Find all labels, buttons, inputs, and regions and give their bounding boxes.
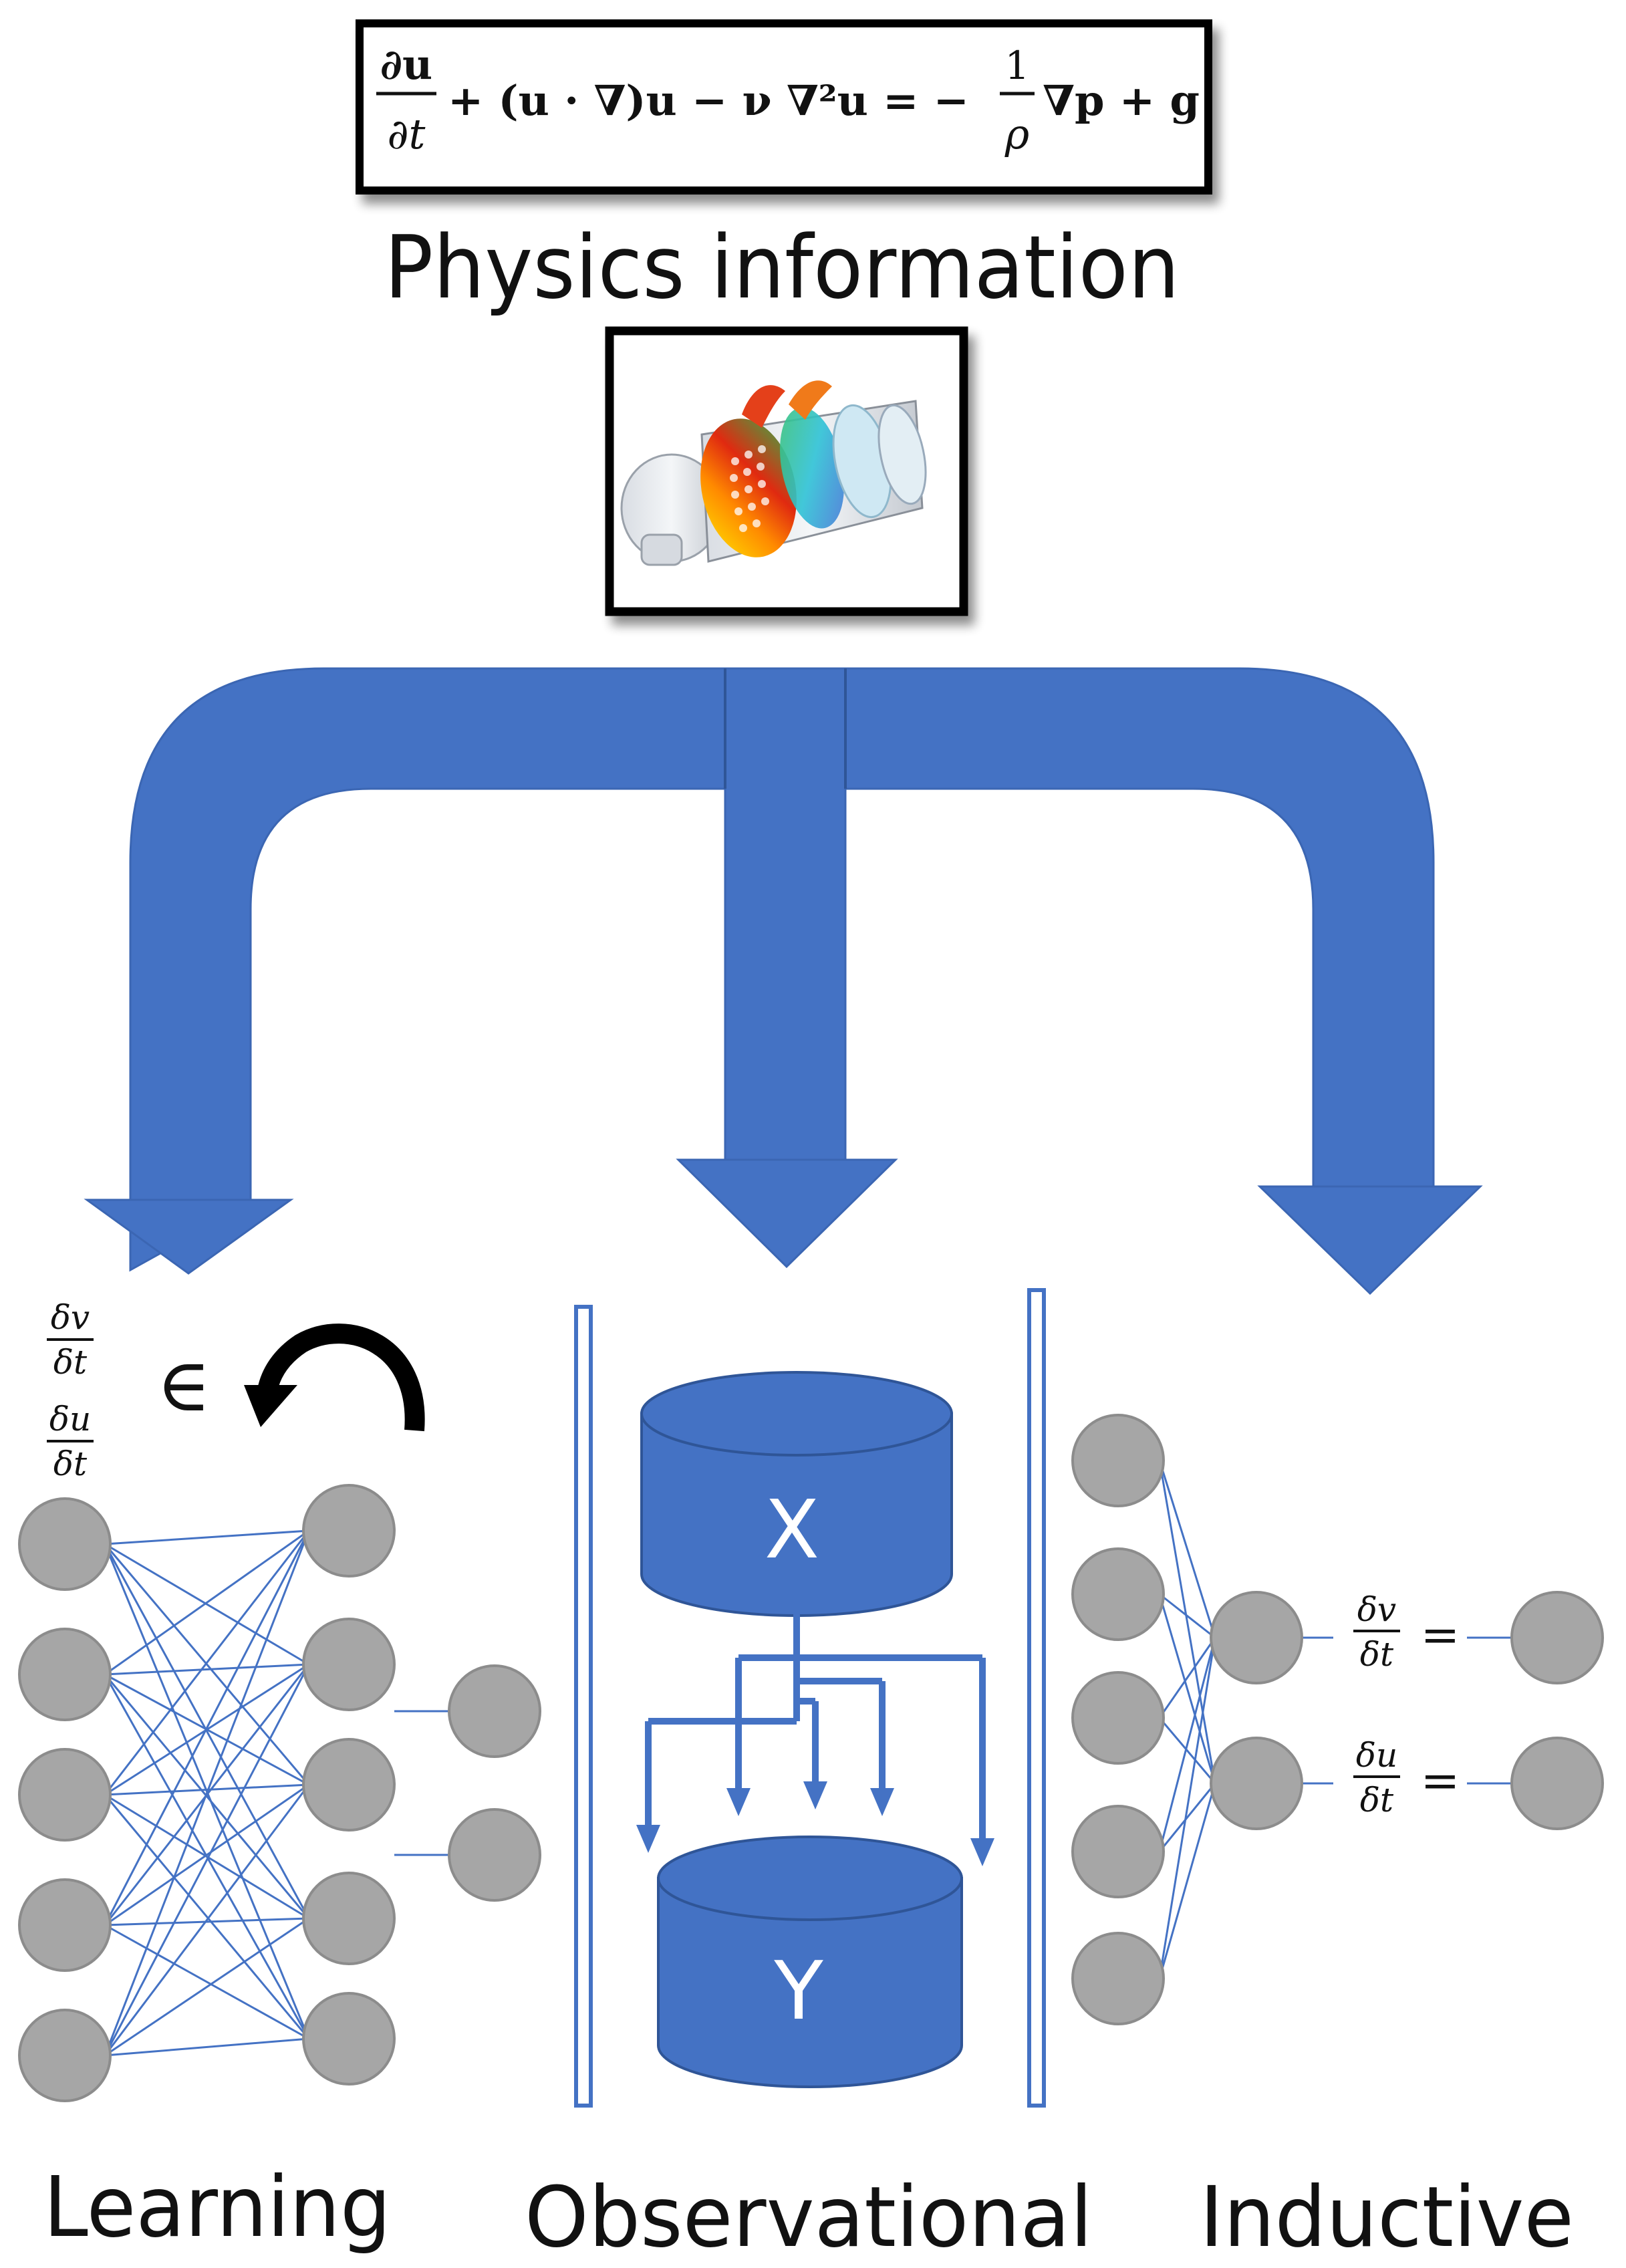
network-edge — [104, 1917, 309, 2057]
inductive-input-node — [1071, 1805, 1165, 1898]
branching-arrows — [84, 667, 1483, 1295]
navier-stokes-equation: ∂u ∂t + (u · ∇)u − ν ∇²u = − 1 ρ ∇p + g — [376, 40, 1200, 158]
learning-deriv-2-num: δu — [49, 1400, 91, 1438]
inductive-hidden-node — [1210, 1591, 1303, 1684]
inductive-network-nodes — [1071, 1414, 1604, 2025]
learning-hidden-node — [302, 1484, 396, 1578]
arrowhead-right — [1257, 1185, 1483, 1295]
inductive-network-edges — [1158, 1460, 1216, 1979]
network-edge — [104, 1793, 309, 1920]
learning-input-node — [18, 2009, 112, 2102]
database-y-label: Y — [773, 1945, 823, 2038]
network-edge — [104, 1529, 309, 1676]
inductive-output-node — [1510, 1737, 1604, 1830]
learning-input-node — [18, 1497, 112, 1591]
inductive-deriv-2-den: δt — [1360, 1781, 1394, 1819]
eq-frac-numerator: 1 — [1005, 43, 1030, 88]
observational-panel: X Y — [636, 1371, 994, 2088]
network-edge — [104, 1783, 309, 1926]
network-edge — [1158, 1717, 1216, 1784]
network-edge — [104, 1530, 310, 2056]
learning-network-edges — [104, 1529, 310, 2057]
separator-left — [574, 1305, 593, 2108]
network-edge — [104, 1543, 309, 1666]
network-edge — [104, 1663, 309, 1676]
network-edge — [1158, 1783, 1216, 1979]
learning-output-node — [448, 1664, 541, 1758]
inductive-input-node — [1071, 1671, 1165, 1765]
eq-middle: + (u · ∇)u − ν ∇²u = − — [448, 76, 969, 125]
inductive-eq-2: = — [1421, 1753, 1460, 1808]
eq-lhs-denominator: ∂t — [388, 110, 426, 158]
learning-hidden-node — [302, 1992, 396, 2086]
learning-input-node — [18, 1878, 112, 1972]
network-edge — [1158, 1637, 1216, 1852]
network-edge — [1158, 1637, 1216, 1719]
eq-lhs-numerator: ∂u — [380, 40, 432, 89]
inductive-hidden-node — [1210, 1737, 1303, 1830]
network-edge — [1158, 1637, 1216, 1979]
learning-hidden-node — [302, 1872, 396, 1965]
network-edge — [104, 1529, 309, 1545]
inductive-panel: δv δt = δu δt = — [1071, 1414, 1604, 2025]
database-x-icon: X — [640, 1371, 953, 1617]
inductive-input-node — [1071, 1414, 1165, 1507]
learning-hidden-node — [302, 1738, 396, 1832]
network-edge — [104, 1530, 310, 1795]
network-edge — [104, 1917, 309, 1926]
inductive-deriv-1-num: δv — [1357, 1590, 1396, 1629]
network-edge — [104, 1543, 310, 1919]
x-to-y-arrows — [645, 1614, 986, 1842]
database-y-icon: Y — [657, 1836, 963, 2088]
element-of-symbol: ∈ — [156, 1342, 211, 1428]
network-edge — [1158, 1460, 1216, 1638]
learning-network-nodes — [18, 1484, 541, 2102]
network-edge — [1158, 1783, 1216, 1852]
x-to-y-arrowheads — [636, 1781, 994, 1866]
label-learning: Learning — [43, 2159, 391, 2256]
arrowhead-left — [84, 1199, 294, 1275]
learning-output-node — [448, 1808, 541, 1902]
learning-input-node — [18, 1748, 112, 1842]
feedback-curved-arrow-icon — [244, 1324, 425, 1432]
eq-tail: ∇p + g — [1043, 76, 1200, 125]
network-edge — [104, 1783, 309, 1796]
database-x-label: X — [765, 1484, 819, 1577]
learning-deriv-1-den: δt — [53, 1343, 88, 1382]
network-edge — [1158, 1594, 1216, 1784]
learning-hidden-node — [302, 1618, 396, 1711]
network-edge — [104, 1924, 309, 2040]
network-edge — [104, 1784, 310, 2056]
network-edge — [104, 2037, 309, 2057]
inductive-input-node — [1071, 1547, 1165, 1641]
equation-box — [356, 19, 1212, 195]
arrowhead-center — [676, 1158, 898, 1269]
network-edge — [1158, 1460, 1216, 1784]
network-edge — [104, 1664, 310, 2056]
network-edge — [104, 1674, 310, 1919]
network-edge — [104, 1530, 310, 1926]
heat-exchanger-cfd-image — [620, 380, 927, 566]
label-inductive: Inductive — [1200, 2169, 1574, 2266]
network-edge — [1159, 1593, 1216, 1639]
inductive-input-node — [1071, 1932, 1165, 2025]
network-edge — [104, 1543, 310, 1785]
arrow-center-stem — [724, 667, 847, 1161]
learning-input-node — [18, 1628, 112, 1721]
learning-deriv-1-num: δv — [51, 1298, 90, 1337]
separator-right — [1027, 1288, 1046, 2108]
eq-frac-denominator: ρ — [1004, 110, 1029, 158]
learning-deriv-2-den: δt — [53, 1444, 88, 1483]
inductive-output-node — [1510, 1591, 1604, 1684]
inductive-deriv-2-num: δu — [1356, 1736, 1397, 1775]
inductive-eq-1: = — [1421, 1608, 1460, 1662]
inductive-deriv-1-den: δt — [1360, 1635, 1394, 1674]
label-observational: Observational — [525, 2169, 1093, 2266]
learning-panel: δv δt δu δt ∈ — [18, 1298, 541, 2102]
diagram-title: Physics information — [384, 217, 1180, 318]
network-edge — [104, 1794, 310, 2039]
